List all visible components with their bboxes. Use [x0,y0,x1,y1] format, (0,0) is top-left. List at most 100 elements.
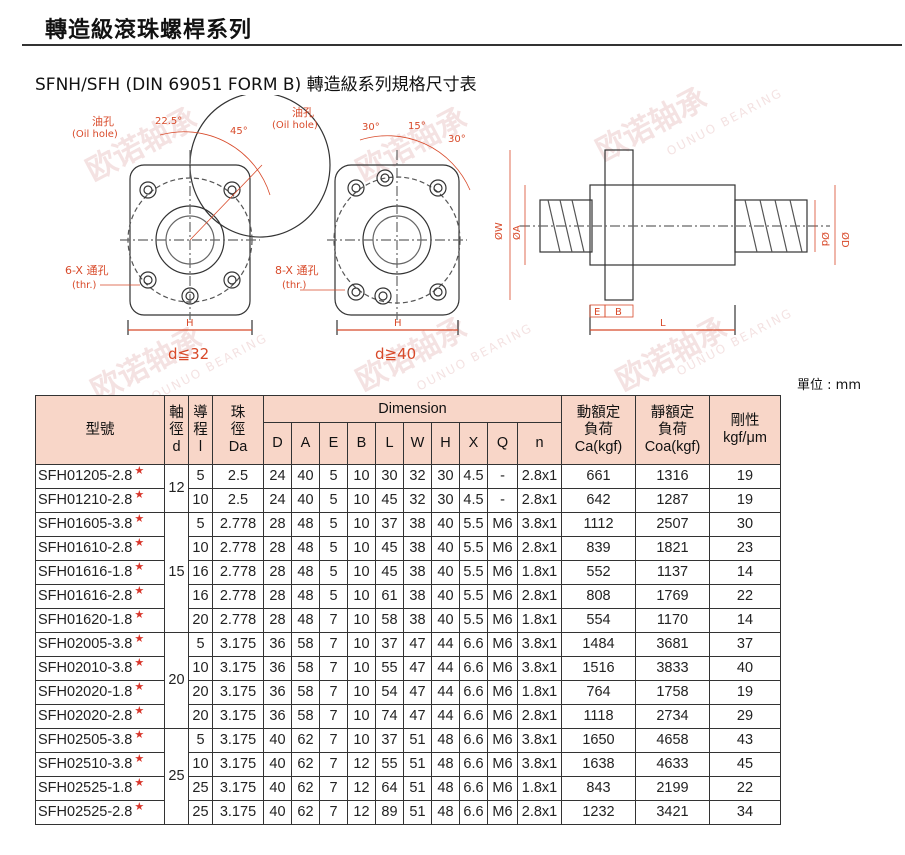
cell-ca: 1232 [561,800,636,825]
cell-Q: M6 [487,608,518,633]
cell-L: 30 [375,464,404,489]
cell-H: 40 [431,536,460,561]
model-number: SFH01616-2.8 [38,588,133,604]
cell-l: 10 [188,752,213,777]
cell-H: 40 [431,560,460,585]
flange-front-view-8-hole [300,135,471,335]
model-number: SFH02505-3.8 [38,732,133,748]
cell-ca: 1112 [561,512,636,537]
cell-coa: 1316 [635,464,710,489]
cell-n: 2.8x1 [517,488,562,513]
star-icon: ★ [134,753,145,766]
model-cell: SFH01610-2.8★ [35,536,165,561]
cell-ca: 764 [561,680,636,705]
header-dim-A: A [291,422,320,465]
flange-front-view-6-hole [100,95,331,335]
cell-da: 3.175 [212,728,264,753]
caption-large-shaft: d≧40 [375,345,417,363]
cell-H: 48 [431,752,460,777]
left-h-label: H [186,318,194,329]
model-number: SFH01210-2.8 [38,492,133,508]
cell-E: 5 [319,464,348,489]
cell-H: 40 [431,512,460,537]
cell-k: 45 [709,752,781,777]
right-oil-hole-en: (Oil hole) [272,120,318,131]
cell-H: 44 [431,680,460,705]
cell-W: 51 [403,728,432,753]
cell-X: 5.5 [459,560,488,585]
header-model: 型號 [35,395,165,465]
cell-A: 62 [291,728,320,753]
cell-E: 7 [319,776,348,801]
cell-X: 6.6 [459,656,488,681]
header-shaft-3: d [172,438,181,455]
cell-ca: 554 [561,608,636,633]
cell-Q: M6 [487,656,518,681]
cell-coa: 4658 [635,728,710,753]
header-static-3: Coa(kgf) [644,438,701,455]
cell-W: 47 [403,632,432,657]
model-number: SFH01616-1.8 [38,564,133,580]
cell-E: 5 [319,536,348,561]
right-thr-label: 8-X 通孔 [275,264,318,277]
caption-small-shaft: d≦32 [168,345,210,363]
cell-D: 36 [263,656,292,681]
cell-X: 4.5 [459,488,488,513]
cell-ca: 843 [561,776,636,801]
header-rigidity-2: kgf/μm [723,430,767,446]
cell-coa: 1287 [635,488,710,513]
header-static-2: 負荷 [658,421,687,438]
technical-drawing: 油孔 (Oil hole) 22.5° 45° 6-X 通孔 (thr.) H … [65,95,851,335]
cell-ca: 1484 [561,632,636,657]
dim-b: B [615,307,622,318]
ball-nut-side-view [509,149,836,335]
cell-k: 40 [709,656,781,681]
model-cell: SFH02525-2.8★ [35,800,165,825]
cell-l: 5 [188,464,213,489]
cell-k: 30 [709,512,781,537]
header-dim-n: n [517,422,562,465]
model-number: SFH01205-2.8 [38,468,133,484]
model-number: SFH01620-1.8 [38,612,133,628]
star-icon: ★ [134,633,145,646]
cell-da: 2.778 [212,560,264,585]
cell-coa: 1769 [635,584,710,609]
star-icon: ★ [134,537,145,550]
cell-k: 19 [709,680,781,705]
cell-B: 10 [347,728,376,753]
cell-coa: 2734 [635,704,710,729]
star-icon: ★ [134,561,145,574]
cell-D: 28 [263,536,292,561]
cell-D: 28 [263,584,292,609]
model-number: SFH02525-2.8 [38,804,133,820]
cell-da: 3.175 [212,632,264,657]
cell-X: 4.5 [459,464,488,489]
cell-W: 32 [403,488,432,513]
cell-coa: 3681 [635,632,710,657]
cell-A: 58 [291,704,320,729]
cell-ca: 1638 [561,752,636,777]
cell-L: 55 [375,752,404,777]
header-lead-2: 程 [193,421,208,438]
model-cell: SFH02020-2.8★ [35,704,165,729]
cell-Q: M6 [487,632,518,657]
cell-B: 10 [347,584,376,609]
cell-D: 24 [263,464,292,489]
left-oil-hole-en: (Oil hole) [72,129,118,140]
header-dynamic-1: 動額定 [576,404,621,421]
left-thr-label: 6-X 通孔 [65,264,108,277]
cell-E: 7 [319,680,348,705]
page-subtitle: SFNH/SFH (DIN 69051 FORM B) 轉造級系列規格尺寸表 [35,75,477,95]
flange-side [604,149,634,301]
left-angle-a: 22.5° [155,116,182,127]
right-h-label: H [394,318,402,329]
model-cell: SFH01605-3.8★ [35,512,165,537]
